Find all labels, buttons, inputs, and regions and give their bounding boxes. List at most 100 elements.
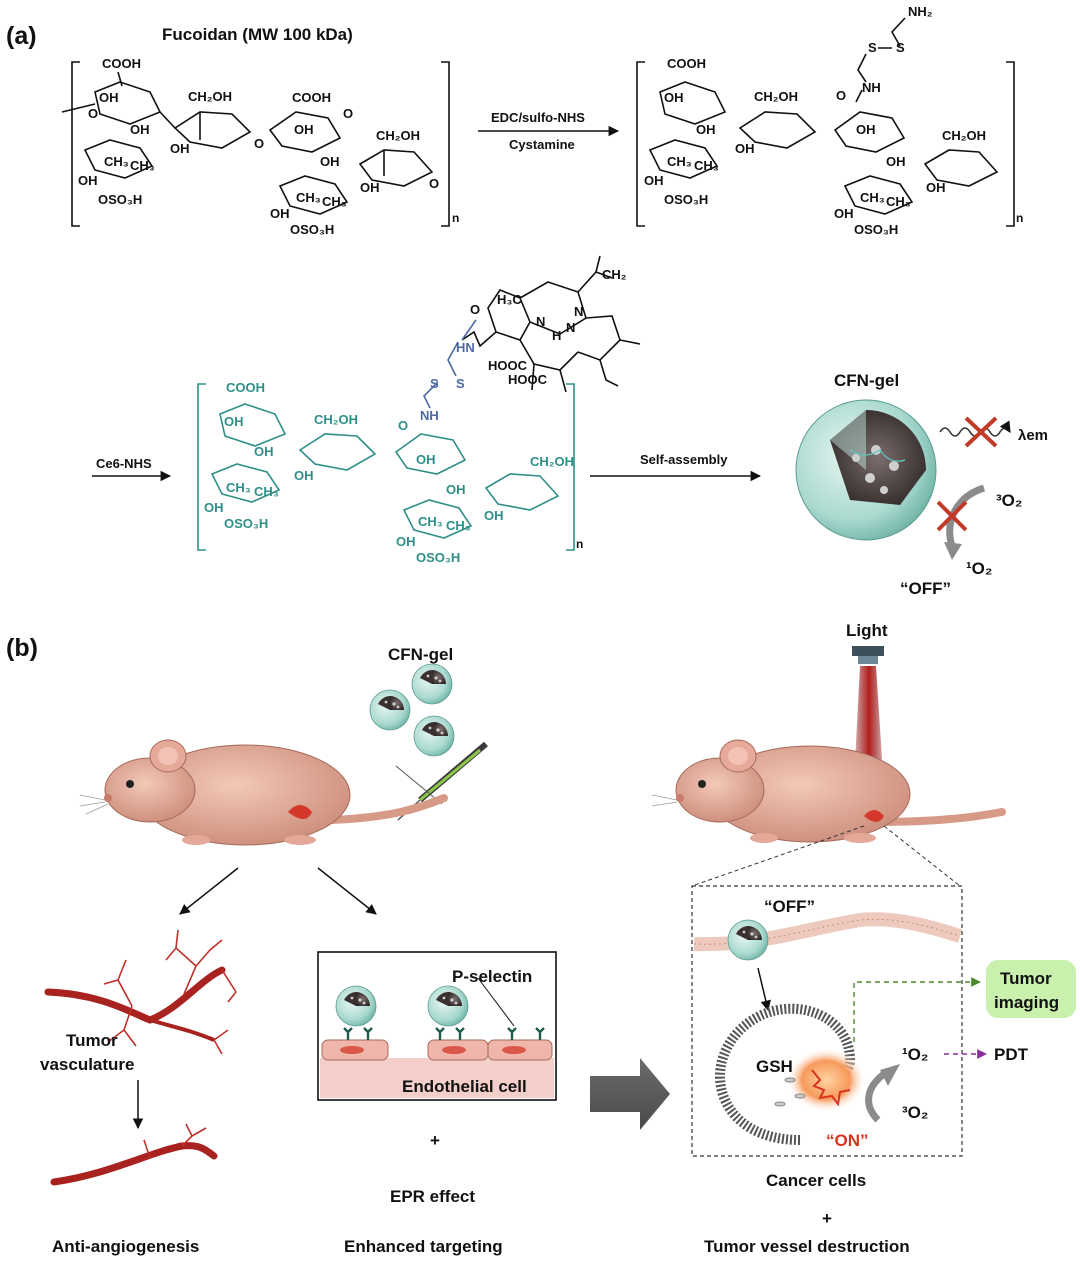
h-atom: H (552, 328, 561, 343)
reaction-arrow-3: Self-assembly (590, 452, 762, 482)
light-source-icon (852, 646, 884, 664)
o-atom: O (254, 136, 264, 151)
ch2oh-group: CH₂OH (314, 412, 358, 427)
arrow-icon (179, 867, 239, 915)
tumor-imaging-badge: Tumor imaging (986, 960, 1076, 1018)
pdt-label: PDT (994, 1045, 1029, 1064)
cystamine-fucoidan-structure: n NH₂ S S NH O COOH OH OH CH₂OH OH CH₃ C… (636, 4, 1023, 237)
p-selectin-label: P-selectin (452, 967, 532, 986)
cooh-group: COOH (667, 56, 706, 71)
off-label-a: “OFF” (900, 579, 951, 598)
hooc-group: HOOC (508, 372, 548, 387)
ce6-fucoidan-structure: n H₃C CH₂ N N H N O HOOC HOOC (197, 255, 641, 565)
ch3-group: CH₃ (254, 484, 279, 499)
pointer-line (477, 977, 515, 1027)
big-arrow-icon (590, 1058, 670, 1130)
cfn-gel-sphere: CFN-gel λem ³O₂ ¹O₂ (795, 371, 1048, 598)
oh-group: OH (886, 154, 906, 169)
repeat-n: n (576, 537, 583, 551)
arrow-icon (317, 867, 377, 915)
h3c-group: H₃C (497, 292, 522, 307)
hn-group: HN (456, 340, 475, 355)
ch2oh-group: CH₂OH (942, 128, 986, 143)
cfn-gel-label-b: CFN-gel (388, 645, 453, 664)
fucoidan-title: Fucoidan (MW 100 kDa) (162, 25, 353, 44)
tumor-vasculature-line1: Tumor (66, 1031, 118, 1050)
oso3h-group: OSO₃H (290, 222, 334, 237)
panel-a-label: (a) (6, 22, 37, 50)
o-atom: O (429, 176, 439, 191)
mouse-icon (651, 739, 1006, 843)
repeat-n: n (1016, 211, 1023, 225)
oh-group: OH (294, 468, 314, 483)
ch2oh-group: CH₂OH (530, 454, 574, 469)
ch3-group: CH₃ (446, 518, 471, 533)
oh-group: OH (396, 534, 416, 549)
oh-group: OH (99, 90, 119, 105)
oh-group: OH (484, 508, 504, 523)
triplet-oxygen-b: ³O₂ (902, 1103, 928, 1122)
nanogel-icon (335, 985, 377, 1027)
ch3-group: CH₃ (418, 514, 443, 529)
o-atom: O (398, 418, 408, 433)
tumor-vasculature-line2: vasculature (40, 1055, 135, 1074)
s-atom: S (456, 376, 465, 391)
mouse-icon (79, 739, 448, 846)
nanogel-icon (369, 689, 411, 731)
hooc-group: HOOC (488, 358, 528, 373)
ch3-group: CH₃ (886, 194, 911, 209)
oh-group: OH (224, 414, 244, 429)
anti-angiogenesis-label: Anti-angiogenesis (52, 1237, 199, 1256)
svg-text:Tumor imaging: Tumor imaging (994, 969, 1059, 1012)
blood-vessel-icon (50, 1142, 218, 1186)
endothelial-cell-label: Endothelial cell (402, 1077, 527, 1096)
reaction-arrow-1: EDC/sulfo-NHS Cystamine (478, 110, 620, 152)
ch3-group: CH₃ (130, 158, 155, 173)
n-atom: N (536, 314, 545, 329)
s-atom: S (868, 40, 877, 55)
o-atom: O (343, 106, 353, 121)
red-cross-icon (936, 500, 968, 532)
s-atom: S (430, 376, 439, 391)
ch3-group: CH₃ (667, 154, 692, 169)
o-atom: O (836, 88, 846, 103)
singlet-oxygen-a: ¹O₂ (966, 559, 992, 578)
nh-group: NH (420, 408, 439, 423)
lambda-em-label: λem (1018, 427, 1048, 444)
oh-group: OH (320, 154, 340, 169)
off-label-b: “OFF” (764, 897, 815, 916)
n-atom: N (574, 304, 583, 319)
red-cross-icon (964, 416, 998, 448)
ch2-group: CH₂ (602, 267, 627, 282)
oh-group: OH (360, 180, 380, 195)
ch3-group: CH₃ (322, 194, 347, 209)
endothelial-panel: P-selectin Endothelial cell (317, 951, 557, 1101)
reagent-ce6-nhs: Ce6-NHS (96, 456, 152, 471)
enhanced-targeting-label: Enhanced targeting (344, 1237, 503, 1256)
panel-b-label: (b) (6, 634, 38, 662)
o-atom: O (470, 302, 480, 317)
oh-group: OH (696, 122, 716, 137)
oh-group: OH (416, 452, 436, 467)
oh-group: OH (170, 141, 190, 156)
epr-effect-label: EPR effect (390, 1187, 475, 1206)
oh-group: OH (204, 500, 224, 515)
oh-group: OH (926, 180, 946, 195)
singlet-oxygen-b: ¹O₂ (902, 1045, 928, 1064)
nanogel-icon (413, 715, 455, 757)
oh-group: OH (735, 141, 755, 156)
nanogel-icon (411, 663, 453, 705)
cancer-cell-panel: “OFF” GSH “ON” ¹O₂ ³O₂ (691, 885, 987, 1157)
n-atom: N (566, 320, 575, 335)
oso3h-group: OSO₃H (416, 550, 460, 565)
triplet-oxygen-a: ³O₂ (996, 491, 1022, 510)
plus-sign-2: + (822, 1209, 832, 1228)
oh-group: OH (446, 482, 466, 497)
nanogel-icon (727, 919, 769, 961)
tumor-vessel-destruction-label: Tumor vessel destruction (704, 1237, 910, 1256)
ch3-group: CH₃ (860, 190, 885, 205)
oso3h-group: OSO₃H (224, 516, 268, 531)
tumor-icon (288, 805, 312, 819)
self-assembly-label: Self-assembly (640, 452, 728, 467)
